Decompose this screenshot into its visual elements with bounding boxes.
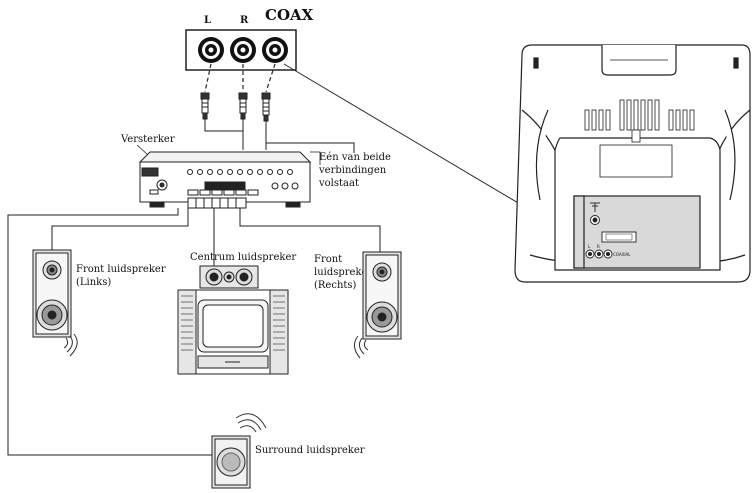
front-right-speaker: [362, 251, 402, 340]
label-l: L: [204, 15, 211, 26]
speaker-wires: [7, 208, 381, 456]
tv-port-l: L: [588, 244, 591, 249]
amplifier-label-leader: [136, 144, 149, 156]
front-left-label-2: (Links): [76, 277, 111, 288]
amp-knob-row: [187, 169, 293, 175]
plug-r: [238, 92, 248, 120]
note-line-3: volstaat: [318, 178, 359, 189]
tv-port-coaxial: COAXIAL: [613, 252, 631, 257]
tv-rear-vents: [584, 99, 695, 131]
note-leader: [310, 151, 321, 165]
dashed-cables: [204, 63, 276, 93]
tv-rear-connectors: [585, 202, 637, 259]
tv-port-r: R: [597, 244, 600, 249]
front-right-sound-waves: [354, 335, 369, 359]
label-r: R: [240, 15, 249, 26]
tv-rear: [514, 44, 751, 283]
front-right-label-1: Front: [314, 254, 342, 265]
front-left-sound-waves: [63, 333, 78, 357]
amplifier-label: Versterker: [120, 134, 175, 145]
surround-speaker: [211, 435, 251, 489]
jack-l: [198, 37, 224, 63]
amp-buttons: [187, 189, 259, 196]
surround-sound-waves: [235, 413, 267, 433]
label-coax: COAX: [265, 6, 314, 24]
center-label: Centrum luidspreker: [190, 252, 296, 263]
jack-panel: L R COAX: [185, 6, 314, 71]
front-right-label-3: (Rechts): [314, 280, 357, 291]
amp-input-wires: [204, 119, 355, 153]
plug-coax: [261, 92, 271, 122]
amplifier: [138, 151, 312, 209]
front-left-label-1: Front luidspreker: [76, 264, 166, 275]
surround-label: Surround luidspreker: [255, 445, 365, 456]
note-line-2: verbindingen: [318, 165, 387, 176]
note-line-1: Eén van beide: [319, 152, 391, 163]
tv-front: [177, 289, 289, 375]
center-speaker: [199, 265, 259, 289]
front-right-label-2: luidspreker: [314, 267, 372, 278]
rca-plugs: [200, 92, 271, 122]
antenna-icon: [590, 202, 600, 212]
front-left-speaker: [32, 249, 72, 338]
jack-coax: [262, 37, 288, 63]
plug-l: [200, 92, 210, 120]
jack-r: [230, 37, 256, 63]
